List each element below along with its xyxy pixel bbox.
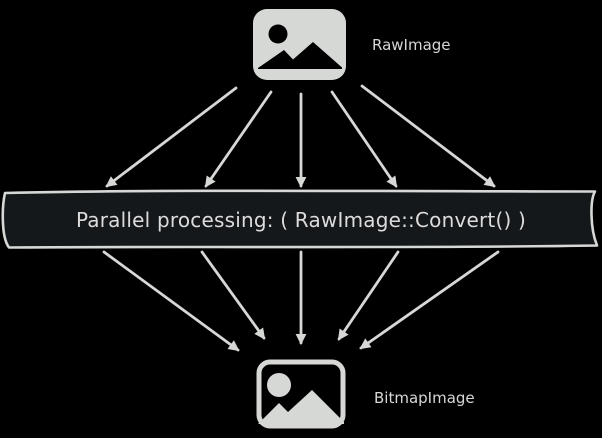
bitmap-image-icon <box>256 359 346 429</box>
fan-out-arrows <box>105 84 496 188</box>
raw-image-label: RawImage <box>372 36 451 54</box>
fan-in-arrow <box>200 250 266 340</box>
process-bar-shape <box>1 189 599 249</box>
fan-in-arrows <box>102 250 500 352</box>
fan-in-arrow <box>102 250 240 352</box>
raw-image-icon <box>253 9 346 80</box>
fan-out-arrow <box>330 90 398 188</box>
fan-in-arrow <box>337 250 400 341</box>
bitmap-image-label: BitmapImage <box>374 389 475 407</box>
fan-out-arrow <box>105 86 238 188</box>
fan-in-arrow <box>359 250 500 350</box>
fan-out-arrow <box>360 84 496 188</box>
fan-out-arrow <box>204 90 273 188</box>
